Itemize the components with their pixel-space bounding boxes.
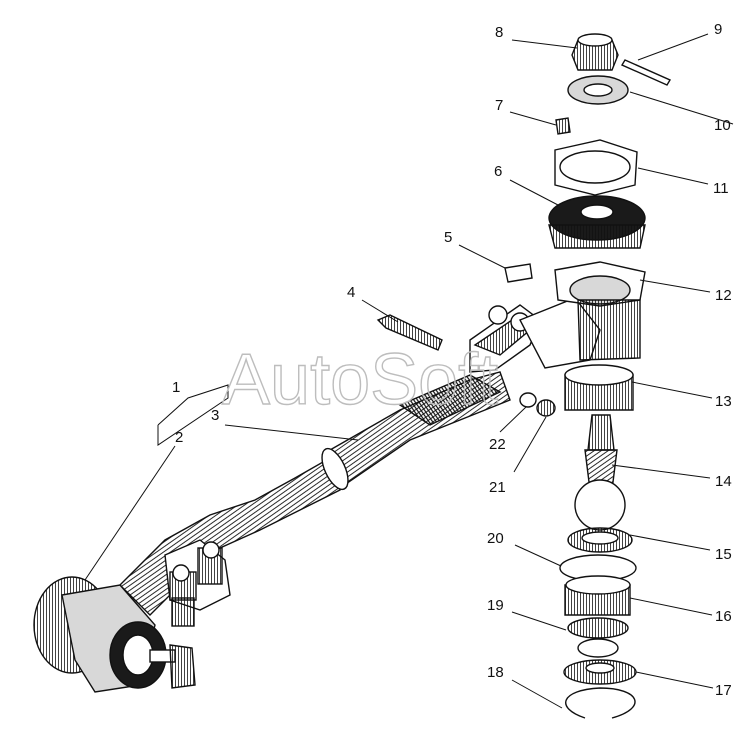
callout-20: 20 xyxy=(487,530,504,547)
castle-nut-8 xyxy=(571,33,619,71)
callout-labels: 1 2 3 4 5 6 7 8 9 10 11 12 13 14 15 16 1… xyxy=(172,21,732,699)
callout-18: 18 xyxy=(487,664,504,681)
callout-7: 7 xyxy=(495,97,503,114)
cover-plate-11 xyxy=(554,139,638,196)
cotter-pin-9 xyxy=(620,59,672,86)
callout-1: 1 xyxy=(172,379,180,396)
washer-10 xyxy=(567,75,629,105)
nut-21 xyxy=(536,399,556,417)
callout-4: 4 xyxy=(347,284,355,301)
callout-15: 15 xyxy=(715,546,732,563)
leader-lines xyxy=(84,33,734,709)
callout-10: 10 xyxy=(714,117,731,134)
liner-16 xyxy=(564,575,631,616)
bushing-13 xyxy=(564,364,634,411)
lock-nut-5 xyxy=(504,263,533,283)
callout-5: 5 xyxy=(444,229,452,246)
callout-11: 11 xyxy=(713,180,729,197)
callout-17: 17 xyxy=(715,682,732,699)
callout-22: 22 xyxy=(489,436,506,453)
callout-13: 13 xyxy=(715,393,732,410)
snap-ring-18 xyxy=(565,687,636,719)
seal-6 xyxy=(548,195,646,249)
washer-22 xyxy=(519,392,537,408)
callout-9: 9 xyxy=(714,21,722,38)
grease-fitting-7 xyxy=(555,117,571,135)
insert-15 xyxy=(567,527,633,553)
callout-8: 8 xyxy=(495,24,503,41)
callout-19: 19 xyxy=(487,597,504,614)
callout-21: 21 xyxy=(489,479,506,496)
steering-rod-body xyxy=(33,297,601,693)
watermark-text: AutoSoft xyxy=(222,340,498,420)
callout-6: 6 xyxy=(494,163,502,180)
spring-19 xyxy=(567,617,629,658)
callout-2: 2 xyxy=(175,429,183,446)
housing-12 xyxy=(554,261,646,361)
callout-12: 12 xyxy=(715,287,732,304)
callout-16: 16 xyxy=(715,608,732,625)
ball-pin-14 xyxy=(574,414,626,531)
cover-17 xyxy=(563,659,637,685)
callout-3: 3 xyxy=(211,407,219,424)
callout-14: 14 xyxy=(715,473,732,490)
